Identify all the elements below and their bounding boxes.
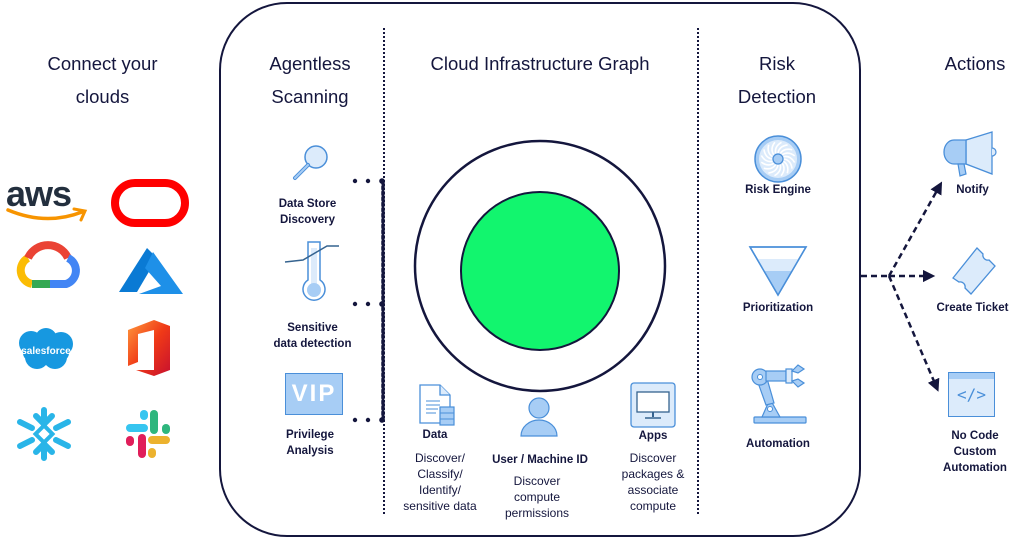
- megaphone-icon: [943, 131, 997, 177]
- data-store-label-line1: Data Store: [278, 198, 337, 210]
- oracle-logo: [111, 179, 189, 227]
- privilege-label-line1: Privilege: [286, 429, 334, 441]
- data-desc-line: Classify/: [417, 467, 463, 481]
- graph-item-user-title: User / Machine ID: [492, 454, 588, 466]
- turbine-blade: [774, 164, 782, 177]
- graph-item-user-desc: Discover compute permissions: [487, 473, 587, 521]
- document-database-icon: [419, 384, 455, 426]
- sensitive-label-line1: Sensitive: [287, 322, 338, 334]
- graph-core: [460, 191, 620, 351]
- action-item-no-code: No Code Custom Automation: [930, 428, 1020, 476]
- risk-heading-line2: Detection: [737, 86, 817, 107]
- actions-heading: Actions: [944, 53, 1006, 74]
- code-window-icon: </>: [948, 372, 995, 417]
- graph-item-data-desc: Discover/ Classify/ Identify/ sensitive …: [390, 450, 490, 514]
- user-desc-line: Discover: [513, 474, 561, 488]
- turbine-blade: [768, 164, 779, 174]
- google-cloud-logo: [16, 241, 80, 288]
- graph-item-data-title: Data: [422, 429, 448, 441]
- scanning-item-privilege: Privilege Analysis: [255, 427, 365, 459]
- no-code-label-line: Custom: [953, 446, 997, 458]
- privilege-label-line2: Analysis: [286, 445, 334, 457]
- data-desc-line: sensitive data: [403, 499, 477, 513]
- turbine-blade: [774, 141, 782, 154]
- turbine-blade: [760, 155, 773, 163]
- risk-item-prioritization: Prioritization: [742, 302, 814, 314]
- connect-heading-line1: Connect your: [47, 53, 158, 74]
- scanning-item-sensitive: Sensitive data detection: [250, 320, 375, 352]
- salesforce-logo-text: salesforce: [21, 346, 71, 357]
- vip-icon: VIP: [285, 373, 343, 415]
- snowflake-logo: [17, 407, 71, 461]
- risk-item-engine: Risk Engine: [745, 184, 811, 196]
- vip-icon-text: VIP: [291, 380, 337, 407]
- turbine-blade: [783, 160, 789, 174]
- user-icon: [520, 397, 558, 437]
- risk-heading-line1: Risk: [759, 53, 795, 74]
- azure-logo: [119, 248, 183, 294]
- turbine-blade: [780, 162, 785, 177]
- turbine-blade: [779, 148, 793, 154]
- ticket-icon: [952, 247, 996, 295]
- monitor-icon: [630, 382, 676, 428]
- office-logo: [128, 320, 170, 376]
- scanning-heading: Agentless Scanning: [240, 47, 380, 113]
- graph-heading: Cloud Infrastructure Graph: [430, 53, 650, 74]
- scanning-item-data-store: Data Store Discovery: [250, 196, 365, 228]
- scanning-heading-line2: Scanning: [271, 86, 349, 107]
- scanning-heading-line1: Agentless: [269, 53, 351, 74]
- thermometer-icon: [284, 241, 339, 301]
- salesforce-logo: salesforce: [19, 328, 73, 369]
- slack-logo: [126, 410, 170, 458]
- risk-item-automation: Automation: [746, 438, 810, 450]
- aws-logo-text: aws: [6, 173, 72, 214]
- risk-heading: Risk Detection: [712, 47, 842, 113]
- aws-smile-icon: [6, 207, 88, 222]
- aws-logo: aws: [6, 176, 88, 230]
- platform-frame: [219, 2, 861, 537]
- user-desc-line: permissions: [504, 506, 570, 520]
- data-store-label-line2: Discovery: [280, 214, 335, 226]
- apps-desc-line: compute: [629, 499, 677, 513]
- turbine-blade: [771, 141, 776, 156]
- turbine-blade: [763, 164, 777, 170]
- code-window-glyph: </>: [957, 385, 986, 404]
- graph-item-apps-desc: Discover packages & associate compute: [605, 450, 701, 514]
- connect-heading-line2: clouds: [75, 86, 130, 107]
- turbine-blade: [777, 144, 788, 154]
- turbine-blade: [767, 144, 773, 158]
- funnel-icon: [748, 246, 808, 297]
- turbine-blade: [783, 155, 796, 163]
- graph-item-apps-title: Apps: [638, 430, 668, 442]
- turbine-blade: [781, 152, 796, 157]
- turbine-icon: [754, 135, 802, 183]
- code-window-titlebar: [949, 373, 994, 379]
- divider-right: [697, 28, 699, 514]
- turbine-blade: [783, 158, 793, 169]
- apps-desc-line: associate: [627, 483, 679, 497]
- data-desc-line: Discover/: [414, 451, 465, 465]
- turbine-blade: [763, 149, 773, 160]
- sensitive-label-line2: data detection: [273, 338, 352, 350]
- turbine-blade: [760, 161, 775, 166]
- graph-circles: [413, 139, 667, 393]
- action-item-notify: Notify: [956, 184, 989, 196]
- magnifier-icon: [293, 145, 328, 180]
- apps-desc-line: packages &: [621, 467, 685, 481]
- no-code-label-line: No Code: [951, 430, 999, 442]
- apps-desc-line: Discover: [629, 451, 677, 465]
- no-code-label-line: Automation: [943, 462, 1007, 474]
- connect-heading: Connect your clouds: [10, 47, 195, 113]
- data-desc-line: Identify/: [418, 483, 462, 497]
- divider-left: [383, 28, 385, 514]
- action-item-create-ticket: Create Ticket: [936, 302, 1009, 314]
- user-desc-line: compute: [513, 490, 561, 504]
- robot-arm-icon: [751, 364, 807, 424]
